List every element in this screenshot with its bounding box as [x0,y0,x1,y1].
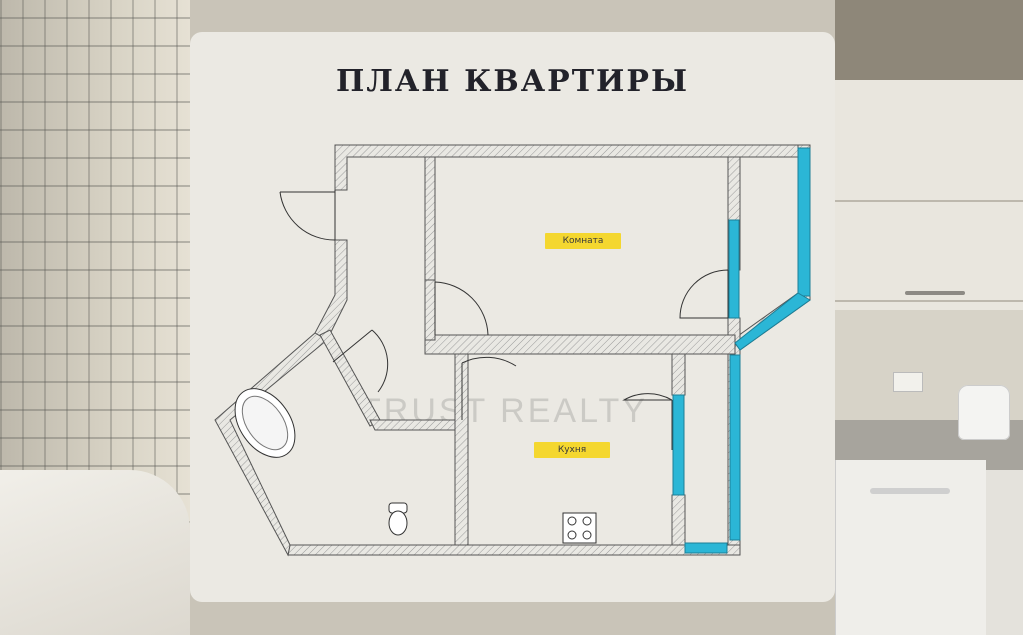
plan-title: ПЛАН КВАРТИРЫ [336,64,689,99]
cabinet-edge [835,200,1023,202]
cabinet-edge [835,300,1023,302]
stove-icon [562,512,597,544]
bathtub-icon [234,388,296,458]
title-area: ПЛАН КВАРТИРЫ [190,30,835,110]
kettle [958,385,1010,440]
room-label-kitchen: Кухня [534,442,610,458]
doors [279,190,729,450]
toilet-icon [388,502,408,536]
interior-walls [319,156,741,546]
dishwasher-handle [870,488,950,494]
windows [672,147,811,554]
cabinet-handle [905,291,965,295]
room-label-living: Комната [545,233,621,249]
wall-socket [893,372,923,392]
white-sofa [0,470,190,635]
